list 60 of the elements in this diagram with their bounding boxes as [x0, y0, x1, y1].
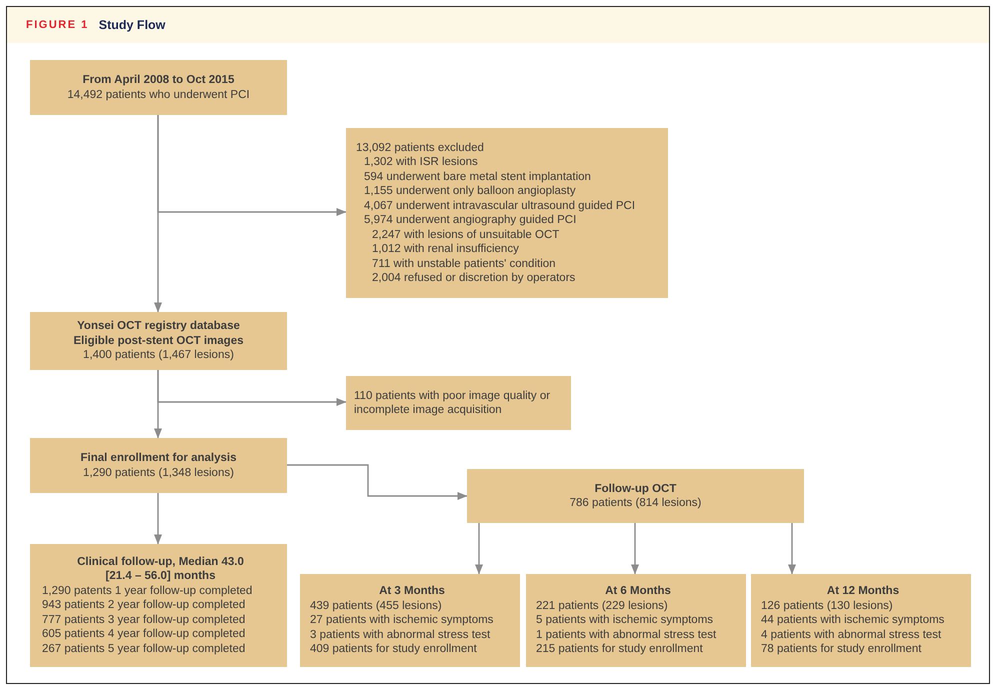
box-heading: From April 2008 to Oct 2015 [82, 73, 236, 88]
box-text: 409 patients for study enrollment [310, 642, 478, 657]
box-text: 1,155 underwent only balloon angioplasty [363, 184, 577, 198]
flow-box [526, 574, 746, 667]
box-text: 5 patients with ischemic symptoms [536, 613, 714, 628]
box-text: 1,400 patients (1,467 lesions) [82, 348, 235, 363]
box-text: 4 patients with abnormal stress test [761, 628, 942, 642]
box-text: 78 patients for study enrollment [761, 642, 922, 657]
box-text: 605 patients 4 year follow-up completed [42, 627, 246, 642]
box-text: 4,067 underwent intravascular ultrasound guided PCI [363, 198, 636, 213]
flow-box [30, 544, 287, 667]
box-text: 943 patients 2 year follow-up completed [42, 598, 246, 613]
arrow [287, 464, 468, 500]
box-text: 2,004 refused or discretion by operators [371, 271, 576, 286]
arrow [154, 115, 162, 312]
box-heading: Follow-up OCT [594, 482, 678, 496]
box-text: 711 with unstable patients' condition [371, 256, 557, 271]
box-text: 1,302 with ISR lesions [363, 155, 479, 170]
flow-box [30, 312, 287, 370]
box-heading: At 6 Months [604, 584, 672, 599]
box-text: 1,290 patents 1 year follow-up completed [42, 584, 254, 598]
box-text: 126 patients (130 lesions) [761, 598, 894, 614]
box-text: 44 patients with ischemic symptoms [761, 613, 946, 628]
box-text: 267 patients 5 year follow-up completed [42, 642, 246, 656]
flow-box [300, 574, 520, 667]
box-heading: Final enrollment for analysis [80, 451, 238, 466]
arrow [154, 370, 162, 438]
box-text: 221 patients (229 lesions) [536, 598, 669, 614]
arrow [788, 523, 796, 574]
arrow [154, 493, 162, 544]
box-text: 439 patients (455 lesions) [310, 598, 443, 614]
box-heading: At 3 Months [378, 584, 446, 599]
box-text: 594 underwent bare metal stent implantation [363, 170, 592, 184]
box-heading: Eligible post-stent OCT images [72, 334, 244, 348]
box-text: 5,974 underwent angiography guided PCI [363, 213, 578, 228]
box-text: 786 patients (814 lesions) [568, 496, 702, 510]
arrow [631, 523, 639, 574]
box-text: 1 patients with abnormal stress test [536, 628, 718, 642]
box-text: 110 patients with poor image quality or incomplete image acquisition [354, 388, 552, 418]
box-text: 3 patients with abnormal stress test [310, 628, 492, 642]
flow-box [30, 60, 287, 115]
box-text: 1,290 patients (1,348 lesions) [82, 466, 235, 480]
figure-label: FIGURE 1 [26, 19, 89, 31]
flow-box [346, 128, 668, 298]
box-text: 27 patients with ischemic symptoms [310, 613, 494, 628]
box-heading: Clinical follow-up, Median 43.0 [21.4 – 56.0] months [76, 554, 245, 584]
box-heading: At 12 Months [826, 584, 900, 599]
flow-box [751, 574, 971, 667]
flow-box [30, 438, 287, 493]
box-text: 777 patients 3 year follow-up completed [42, 612, 246, 628]
box-text: 13,092 patients excluded [356, 140, 485, 155]
box-text: 1,012 with renal insufficiency [371, 242, 520, 256]
box-text: 2,247 with lesions of unsuitable OCT [371, 228, 560, 242]
box-text: 215 patients for study enrollment [536, 642, 704, 657]
box-heading: Yonsei OCT registry database [76, 319, 241, 334]
flow-box [346, 376, 571, 430]
box-text: 14,492 patients who underwent PCI [66, 88, 251, 102]
flow-box [467, 469, 804, 523]
arrow [475, 523, 483, 574]
title: Study Flow [98, 18, 166, 32]
